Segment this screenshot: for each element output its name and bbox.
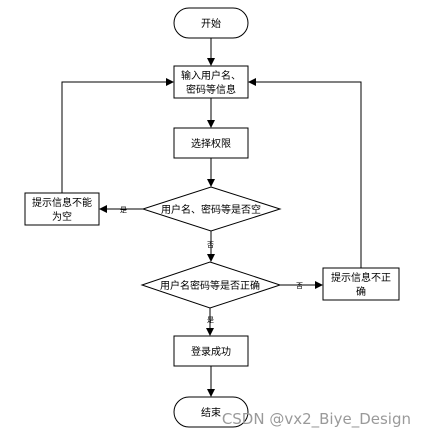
edge-label-yes-correct: 是 [207,316,214,324]
edge-label-no-empty: 否 [207,241,214,249]
login-success-label: 登录成功 [191,345,231,358]
empty-error-line1: 提示信息不能 [32,196,92,209]
empty-error-node: 提示信息不能 为空 [24,192,100,226]
incorrect-error-line1: 提示信息不正 [331,271,391,284]
arrow-incorrect-error-loop [248,78,362,268]
incorrect-error-line2: 确 [356,285,366,298]
input-label-line2: 密码等信息 [186,83,236,96]
arrow-empty-error-loop [61,78,174,193]
empty-error-line2: 为空 [52,210,72,223]
select-role-node: 选择权限 [173,127,249,159]
check-correct-label: 用户名密码等是否正确 [160,279,260,292]
edge-label-no-correct: 否 [296,282,303,290]
check-empty-decision: 用户名、密码等是否空 [141,186,282,232]
check-empty-label: 用户名、密码等是否空 [161,203,261,216]
input-label-line1: 输入用户名、 [181,69,241,82]
edge-label-yes-empty: 是 [120,206,127,214]
incorrect-error-node: 提示信息不正 确 [322,267,400,301]
input-node: 输入用户名、 密码等信息 [173,65,249,99]
login-success-node: 登录成功 [173,335,249,367]
select-role-label: 选择权限 [191,137,231,150]
end-label: 结束 [201,406,221,419]
start-label: 开始 [201,17,221,30]
watermark-text: CSDN @vx2_Biye_Design [222,410,411,429]
end-node: 结束 [173,396,249,428]
check-correct-decision: 用户名密码等是否正确 [140,261,282,309]
start-node: 开始 [173,7,249,39]
